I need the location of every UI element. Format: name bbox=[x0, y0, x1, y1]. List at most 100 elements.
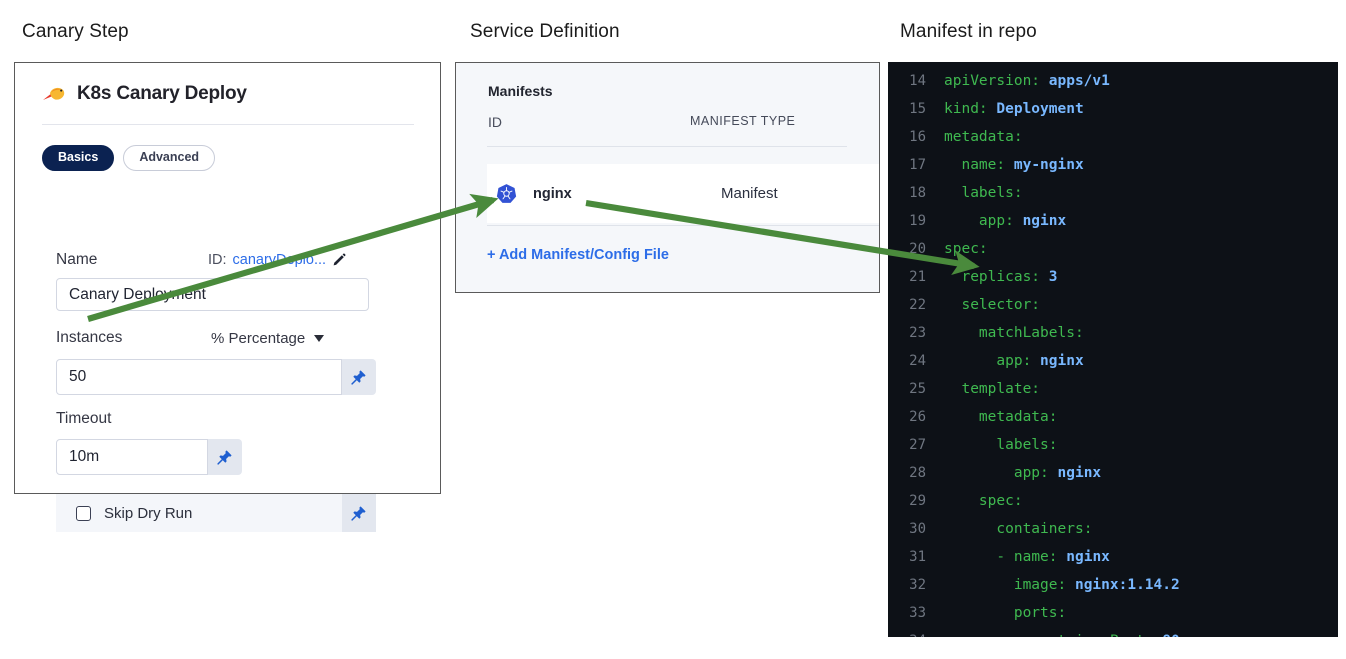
skip-dry-run-label: Skip Dry Run bbox=[104, 504, 193, 522]
line-number: 31 bbox=[909, 549, 926, 565]
pushpin-icon bbox=[351, 505, 367, 521]
line-number: 23 bbox=[909, 325, 926, 341]
instances-unit-select[interactable]: % Percentage bbox=[211, 330, 325, 347]
instances-label: Instances bbox=[56, 329, 123, 346]
line-number: 32 bbox=[909, 577, 926, 593]
skip-dry-run-row[interactable]: Skip Dry Run bbox=[56, 494, 376, 532]
table-row[interactable]: nginx Manifest bbox=[487, 164, 879, 223]
pushpin-icon bbox=[351, 369, 367, 385]
code-text: app: nginx bbox=[978, 213, 1067, 229]
code-line: 23 matchLabels: bbox=[888, 319, 1338, 347]
instances-unit-label: % Percentage bbox=[211, 330, 306, 347]
code-text: - name: nginx bbox=[996, 549, 1110, 565]
code-text: - containerPort: 80 bbox=[944, 633, 1180, 637]
step-header: K8s Canary Deploy bbox=[41, 83, 247, 105]
timeout-label: Timeout bbox=[56, 410, 112, 427]
timeout-input[interactable]: 10m bbox=[56, 439, 208, 475]
code-line: 31 - name: nginx bbox=[888, 543, 1338, 571]
code-text: ports: bbox=[1013, 605, 1067, 621]
caption-service-definition: Service Definition bbox=[470, 21, 620, 42]
tab-basics[interactable]: Basics bbox=[42, 145, 115, 171]
code-text: image: nginx:1.14.2 bbox=[1013, 577, 1180, 593]
code-text: name: my-nginx bbox=[961, 157, 1084, 173]
code-text: app: nginx bbox=[996, 353, 1084, 369]
code-text: kind: Deployment bbox=[944, 101, 1084, 117]
code-text: metadata: bbox=[978, 409, 1058, 425]
line-number: 21 bbox=[909, 269, 926, 285]
tab-advanced[interactable]: Advanced bbox=[123, 145, 216, 171]
code-text: template: bbox=[961, 381, 1041, 397]
skip-dry-run-checkbox[interactable] bbox=[76, 505, 91, 521]
code-line: 20 spec: bbox=[888, 235, 1338, 263]
instances-input[interactable]: 50 bbox=[56, 359, 342, 395]
column-header-manifest-type: MANIFEST TYPE bbox=[690, 114, 796, 128]
code-line: 15 kind: Deployment bbox=[888, 95, 1338, 123]
code-line: 18 labels: bbox=[888, 179, 1338, 207]
code-line: 28 app: nginx bbox=[888, 459, 1338, 487]
step-title: K8s Canary Deploy bbox=[77, 83, 247, 104]
code-line: 19 app: nginx bbox=[888, 207, 1338, 235]
step-id-row: ID: canaryDeplo... bbox=[208, 252, 346, 268]
code-text: replicas: 3 bbox=[961, 269, 1058, 285]
code-text: containers: bbox=[996, 521, 1093, 537]
service-definition-panel: Manifests ID MANIFEST TYPE nginx bbox=[455, 62, 880, 293]
table-header-divider bbox=[487, 146, 847, 147]
code-text: labels: bbox=[996, 437, 1058, 453]
line-number: 27 bbox=[909, 437, 926, 453]
name-input[interactable]: Canary Deployment bbox=[56, 278, 369, 311]
timeout-pin-button[interactable] bbox=[208, 439, 242, 475]
code-line: 22 selector: bbox=[888, 291, 1338, 319]
code-text: app: nginx bbox=[1013, 465, 1102, 481]
pushpin-icon bbox=[217, 449, 233, 465]
line-number: 25 bbox=[909, 381, 926, 397]
line-number: 18 bbox=[909, 185, 926, 201]
line-number: 24 bbox=[909, 353, 926, 369]
code-line: 16 metadata: bbox=[888, 123, 1338, 151]
line-number: 34 bbox=[888, 633, 944, 637]
kubernetes-icon bbox=[496, 183, 517, 204]
manifests-section-title: Manifests bbox=[488, 83, 553, 99]
code-line: 17 name: my-nginx bbox=[888, 151, 1338, 179]
code-line: 30 containers: bbox=[888, 515, 1338, 543]
table-row-divider bbox=[487, 225, 879, 226]
line-number: 16 bbox=[909, 129, 926, 145]
code-text: spec: bbox=[978, 493, 1023, 509]
canary-bird-icon bbox=[41, 84, 67, 104]
pencil-icon[interactable] bbox=[332, 253, 346, 267]
line-number: 29 bbox=[909, 493, 926, 509]
code-text: spec: bbox=[944, 241, 988, 257]
code-text: metadata: bbox=[944, 129, 1023, 145]
line-number: 22 bbox=[909, 297, 926, 313]
add-manifest-link[interactable]: + Add Manifest/Config File bbox=[487, 247, 669, 263]
code-text: selector: bbox=[961, 297, 1041, 313]
line-number: 20 bbox=[909, 241, 926, 257]
code-line: 27 labels: bbox=[888, 431, 1338, 459]
line-number: 17 bbox=[909, 157, 926, 173]
name-label: Name bbox=[56, 251, 98, 268]
canary-step-panel: K8s Canary Deploy Basics Advanced Name I… bbox=[14, 62, 441, 532]
code-line: 29 spec: bbox=[888, 487, 1338, 515]
line-number: 19 bbox=[909, 213, 926, 229]
line-number: 26 bbox=[909, 409, 926, 425]
column-header-id: ID bbox=[488, 114, 502, 130]
chevron-down-icon bbox=[314, 335, 325, 342]
code-text: matchLabels: bbox=[978, 325, 1084, 341]
skip-dry-run-pin-button[interactable] bbox=[342, 494, 376, 532]
code-line: 33 ports: bbox=[888, 599, 1338, 627]
code-line: 34 - containerPort: 80 bbox=[888, 627, 1338, 637]
manifest-row-id: nginx bbox=[533, 185, 572, 202]
code-line: 25 template: bbox=[888, 375, 1338, 403]
caption-canary-step: Canary Step bbox=[22, 21, 129, 42]
line-number: 33 bbox=[909, 605, 926, 621]
line-number: 15 bbox=[909, 101, 926, 117]
step-id-value[interactable]: canaryDeplo... bbox=[232, 252, 327, 268]
code-line: 26 metadata: bbox=[888, 403, 1338, 431]
code-line: 32 image: nginx:1.14.2 bbox=[888, 571, 1338, 599]
instances-pin-button[interactable] bbox=[342, 359, 376, 395]
line-number: 30 bbox=[909, 521, 926, 537]
header-divider bbox=[42, 124, 414, 125]
code-line: 21 replicas: 3 bbox=[888, 263, 1338, 291]
